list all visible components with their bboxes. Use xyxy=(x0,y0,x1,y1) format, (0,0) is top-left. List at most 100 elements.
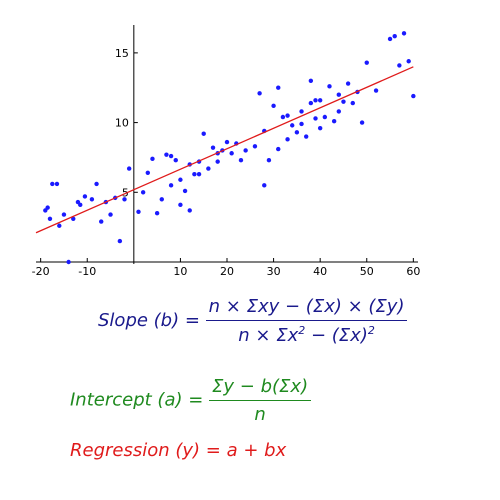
regression-line-path xyxy=(35,66,414,234)
data-point xyxy=(411,93,416,99)
slope-denominator-exp2: 2 xyxy=(367,324,375,337)
intercept-denominator: n xyxy=(254,404,266,425)
data-point xyxy=(178,202,183,208)
data-point xyxy=(327,84,332,89)
data-point xyxy=(173,158,178,163)
data-point xyxy=(341,99,346,104)
data-point xyxy=(290,123,295,128)
data-point xyxy=(57,223,62,228)
data-point xyxy=(192,171,197,177)
data-point xyxy=(66,259,71,265)
slope-formula: Slope (b) = n × Σxy − (Σx) × (Σy) n × Σx… xyxy=(98,296,408,346)
data-point xyxy=(187,208,192,213)
data-point xyxy=(285,137,290,142)
data-point xyxy=(206,166,211,171)
data-point xyxy=(271,103,276,109)
data-point xyxy=(78,202,83,208)
data-point xyxy=(50,181,55,187)
intercept-formula: Intercept (a) = Σy − b(Σx) n xyxy=(70,376,312,425)
x-tick-label: 10 xyxy=(173,265,187,278)
data-point xyxy=(145,170,151,175)
data-point xyxy=(364,60,369,65)
data-point xyxy=(313,116,318,121)
data-point xyxy=(126,166,132,171)
data-point xyxy=(61,212,67,217)
data-point xyxy=(71,216,76,221)
data-point xyxy=(373,88,379,93)
x-tick-label: -10 xyxy=(78,265,96,278)
data-point xyxy=(45,205,50,210)
x-tick-label: 40 xyxy=(313,265,327,278)
axes xyxy=(36,25,418,264)
data-point xyxy=(331,118,337,124)
data-point xyxy=(159,197,164,202)
data-point xyxy=(201,131,206,136)
regression-line xyxy=(35,66,414,234)
data-point xyxy=(276,85,281,90)
data-point xyxy=(168,183,174,188)
data-point xyxy=(280,114,286,120)
data-point xyxy=(47,216,53,221)
data-point xyxy=(359,120,365,125)
data-point xyxy=(140,190,146,195)
data-point xyxy=(210,145,216,150)
data-point xyxy=(397,63,402,68)
slope-denominator-exp: 2 xyxy=(298,324,306,337)
x-tick-label: 20 xyxy=(220,265,234,278)
data-point xyxy=(350,100,355,106)
data-point xyxy=(182,188,188,194)
data-point xyxy=(336,109,342,114)
data-point xyxy=(285,113,290,118)
y-tick-label: 10 xyxy=(115,117,129,130)
intercept-numerator: Σy − b(Σx) xyxy=(209,376,312,401)
data-point xyxy=(392,33,397,39)
data-point xyxy=(345,81,351,86)
data-point xyxy=(299,109,304,114)
data-point xyxy=(313,98,318,103)
y-tick-label: 15 xyxy=(115,47,129,60)
data-points xyxy=(43,31,416,265)
x-tick-label: 30 xyxy=(267,265,281,278)
data-point xyxy=(89,197,95,202)
data-point xyxy=(150,156,155,162)
data-point xyxy=(308,100,314,106)
data-point xyxy=(117,238,123,244)
data-point xyxy=(299,121,304,127)
data-point xyxy=(401,31,407,36)
data-point xyxy=(82,194,88,199)
data-point xyxy=(257,91,262,96)
x-tick-label: 50 xyxy=(360,265,374,278)
slope-fraction: n × Σxy − (Σx) × (Σy) n × Σx2 − (Σx)2 xyxy=(205,296,408,346)
x-tick-label: -20 xyxy=(32,265,50,278)
data-point xyxy=(94,181,99,187)
data-point xyxy=(308,78,314,83)
x-tick-label: 60 xyxy=(406,265,420,278)
slope-label: Slope (b) = xyxy=(98,310,200,331)
slope-denominator: n × Σx2 − (Σx)2 xyxy=(206,321,408,346)
data-point xyxy=(276,146,281,152)
intercept-fraction: Σy − b(Σx) n xyxy=(209,376,312,425)
data-point xyxy=(229,151,234,156)
tick-labels: -20-1010203040506051015 xyxy=(32,47,421,278)
data-point xyxy=(294,130,300,135)
data-point xyxy=(238,158,244,163)
data-point xyxy=(266,158,272,163)
data-point xyxy=(322,114,328,120)
data-point xyxy=(252,144,258,149)
data-point xyxy=(215,159,220,164)
data-point xyxy=(154,211,160,216)
data-point xyxy=(336,92,342,97)
data-point xyxy=(317,125,323,131)
data-point xyxy=(122,197,127,202)
data-point xyxy=(136,209,141,215)
data-point xyxy=(243,148,248,153)
data-point xyxy=(406,59,411,64)
data-point xyxy=(196,171,202,177)
data-point xyxy=(387,36,393,42)
slope-denominator-mid: − (Σx) xyxy=(305,325,368,346)
data-point xyxy=(99,219,104,224)
data-point xyxy=(262,183,267,188)
slope-denominator-base: n × Σx xyxy=(238,325,299,346)
data-point xyxy=(168,153,174,159)
